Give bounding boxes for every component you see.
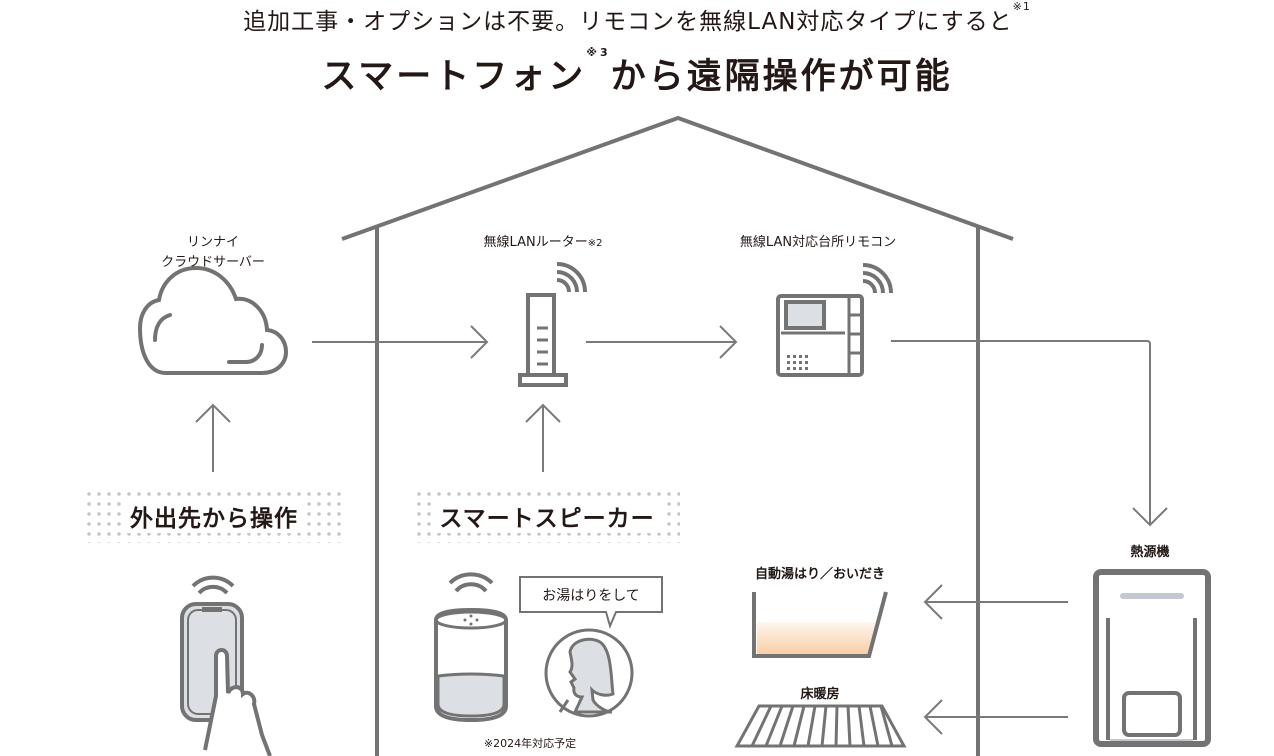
bathtub-icon <box>752 591 888 658</box>
outside-section-text: 外出先から操作 <box>124 499 304 533</box>
smart-speaker-icon <box>434 607 508 723</box>
house-roof <box>341 115 1014 241</box>
page-title: スマートフォン※3から遠隔操作が可能 <box>0 46 1274 99</box>
kitchen-remote-icon <box>776 294 864 377</box>
speaker-wifi-icon <box>448 572 494 593</box>
title-footnote: ※3 <box>586 46 611 59</box>
subtitle: 追加工事・オプションは不要。リモコンを無線LAN対応タイプにすると※1 <box>0 0 1274 36</box>
speech-bubble <box>519 576 663 629</box>
arrow-speaker-to-router <box>525 403 561 472</box>
speech-bubble-text: お湯はりをして <box>542 588 640 604</box>
router-label-text: 無線LANルーター <box>483 235 588 250</box>
remote-wifi-icon <box>862 263 893 294</box>
cloud-label-line2: クラウドサーバー <box>161 255 265 270</box>
arrow-heater-to-bath <box>923 584 1068 620</box>
person-icon <box>544 628 634 718</box>
keypad-dots <box>787 355 808 370</box>
remote-label: 無線LAN対応台所リモコン <box>739 235 897 250</box>
water-heater-icon <box>1093 569 1211 747</box>
subtitle-footnote: ※1 <box>1012 0 1031 13</box>
speaker-availability-note: ※2024年対応予定 <box>483 737 577 750</box>
bath-label: 自動湯はり／おいだき <box>754 567 885 582</box>
cloud-label-line1: リンナイ <box>186 235 239 250</box>
outside-section-label: 外出先から操作 <box>84 489 344 543</box>
router-footnote: ※2 <box>587 238 603 249</box>
heater-label: 熱源機 <box>1130 545 1170 560</box>
phone-wifi-icon <box>191 575 235 595</box>
speaker-section-label: スマートスピーカー <box>414 489 680 543</box>
arrow-phone-to-cloud <box>195 403 231 472</box>
title-part-1: スマートフォン <box>321 57 587 97</box>
cloud-label: リンナイ クラウドサーバー <box>140 233 286 273</box>
title-part-2: から遠隔操作が可能 <box>610 57 953 97</box>
floor-label: 床暖房 <box>800 687 840 702</box>
smartphone-hand-icon <box>180 602 272 756</box>
flow-arrows <box>195 325 1168 735</box>
arrow-remote-to-heater <box>891 340 1168 527</box>
floor-heating-icon <box>734 704 907 748</box>
house-outline <box>341 115 1014 756</box>
subtitle-text: 追加工事・オプションは不要。リモコンを無線LAN対応タイプにすると <box>243 9 1013 35</box>
router-label: 無線LANルーター※2 <box>448 233 638 254</box>
arrow-router-to-remote <box>586 325 738 359</box>
router-wifi-icon <box>556 262 587 293</box>
router-icon <box>518 293 568 387</box>
arrow-cloud-to-router <box>312 325 489 359</box>
speaker-section-text: スマートスピーカー <box>433 499 661 533</box>
arrow-heater-to-floor <box>923 699 1068 735</box>
cloud-icon <box>137 265 289 375</box>
